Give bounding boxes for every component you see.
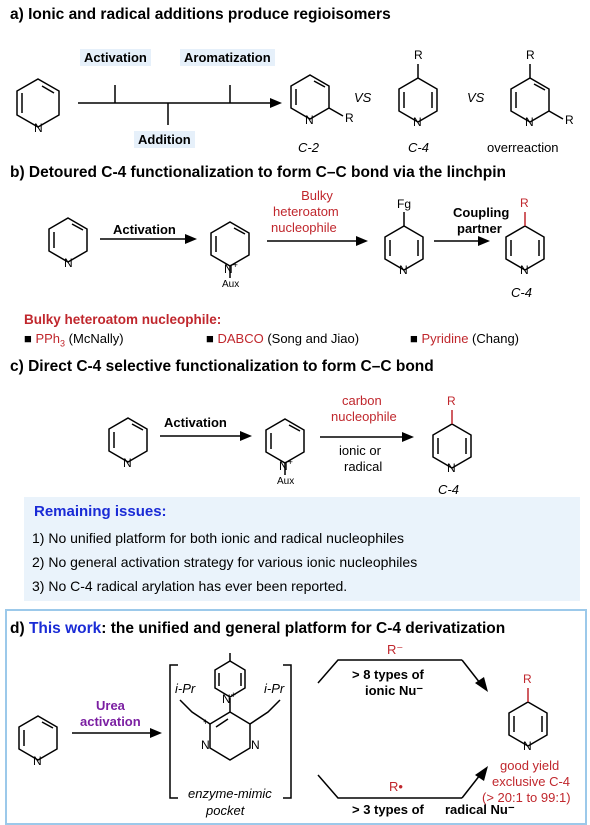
- vs-label: VS: [467, 90, 485, 105]
- activation-label-c: Activation: [164, 415, 227, 430]
- n-plus-label: N+: [222, 690, 236, 706]
- ionic-label-2: radical: [344, 459, 383, 474]
- c4-product-c: [432, 410, 472, 469]
- pyridine-d: [18, 715, 58, 761]
- section-d-title: d) This work: the unified and general pl…: [10, 620, 506, 637]
- r-label: R: [520, 196, 529, 210]
- c4-label-b: C-4: [511, 285, 532, 300]
- issue-item: 1) No unified platform for both ionic an…: [32, 530, 404, 546]
- nucleophile-item-3: ■ Pyridine (Chang): [410, 331, 520, 346]
- n-label: N: [34, 121, 43, 135]
- c4-product-b: [505, 212, 545, 271]
- nucleophile-item-2: ■ DABCO (Song and Jiao): [206, 331, 360, 346]
- aux-label: Aux: [277, 476, 295, 487]
- bulky-label-3: nucleophile: [271, 220, 337, 235]
- n-label: N: [251, 738, 260, 752]
- n-label: N: [413, 115, 422, 129]
- pyridinium-b: [210, 221, 250, 278]
- n-label: N: [447, 461, 456, 475]
- ionic-label-1: ionic or: [339, 443, 381, 458]
- urea-pyridinium: [214, 653, 246, 698]
- enzyme-label-1: enzyme-mimic: [188, 786, 272, 801]
- r-label: R: [523, 672, 532, 686]
- urea-label-1: Urea: [96, 698, 125, 713]
- section-a-title: a) Ionic and radical additions produce r…: [10, 6, 391, 23]
- n-plus-label: N+: [279, 457, 293, 473]
- carbon-label-2: nucleophile: [331, 409, 397, 424]
- enzyme-label-2: pocket: [206, 803, 245, 818]
- activation-label-a: Activation: [80, 49, 151, 66]
- c4-product-d: [508, 688, 548, 747]
- ipr-label-left: i-Pr: [175, 681, 196, 696]
- n-label: N: [64, 256, 73, 270]
- aromatization-label: Aromatization: [180, 49, 275, 66]
- ionic-nu-label-1: > 8 types of: [352, 667, 424, 682]
- addition-label: Addition: [134, 131, 195, 148]
- fg-label: Fg: [397, 197, 412, 211]
- remaining-issues-box: Remaining issues: 1) No unified platform…: [24, 497, 580, 601]
- good-yield-label: good yield: [500, 758, 560, 773]
- n-plus-label: +: [203, 717, 209, 727]
- radical-nu-label-1: > 3 types of: [352, 802, 424, 817]
- c2-label: C-2: [298, 140, 319, 155]
- r-label: R: [526, 48, 535, 62]
- aux-label: Aux: [222, 279, 240, 290]
- n-label: N: [123, 456, 132, 470]
- r-label: R: [414, 48, 423, 62]
- n-label: N: [523, 739, 532, 753]
- n-label: N: [33, 754, 42, 768]
- bulky-label-1: Bulky: [301, 188, 333, 203]
- overreaction-label: overreaction: [487, 140, 559, 155]
- pyridine-b: [48, 217, 88, 263]
- n-plus-label: N+: [224, 260, 238, 276]
- coupling-label-2: partner: [457, 221, 502, 236]
- ionic-nu-label-2: ionic Nu⁻: [365, 683, 424, 698]
- c2-product: [290, 74, 344, 120]
- section-b-title: b) Detoured C-4 functionalization to for…: [10, 164, 506, 181]
- radical-nu-label-2: radical Nu⁻: [445, 802, 515, 817]
- urea-label-2: activation: [80, 714, 141, 729]
- issue-item: 2) No general activation strategy for va…: [32, 554, 418, 570]
- n-label: N: [305, 113, 314, 127]
- pyridine-c: [108, 417, 148, 463]
- this-work-box: [5, 609, 587, 825]
- ratio-label: (> 20:1 to 99:1): [482, 790, 571, 805]
- remaining-issues-title: Remaining issues:: [34, 503, 167, 520]
- ipr-label-right: i-Pr: [264, 681, 285, 696]
- coupling-label-1: Coupling: [453, 205, 510, 220]
- c4-label-a: C-4: [408, 140, 429, 155]
- pyridine-a: [16, 78, 60, 128]
- exclusive-c4-label: exclusive C-4: [492, 774, 571, 789]
- n-label: N: [520, 263, 529, 277]
- activation-label-b: Activation: [113, 222, 176, 237]
- pyridinium-c: [265, 418, 305, 475]
- c4-label-c: C-4: [438, 482, 459, 497]
- r-label: R: [565, 113, 574, 127]
- r-label: R: [345, 111, 354, 125]
- n-label: N: [201, 738, 210, 752]
- nucleophile-item-1: ■ PPh3 (McNally): [24, 331, 124, 349]
- issue-item: 3) No C-4 radical arylation has ever bee…: [32, 578, 348, 594]
- overreaction-product: [510, 64, 564, 123]
- r-label: R: [447, 394, 456, 408]
- section-c-title: c) Direct C-4 selective functionalizatio…: [10, 358, 434, 375]
- n-label: N: [399, 263, 408, 277]
- carbon-label-1: carbon: [342, 393, 382, 408]
- fg-pyridine: [384, 212, 424, 271]
- n-label: N: [525, 115, 534, 129]
- c4-product-a: [398, 64, 438, 123]
- bulky-label-2: heteroatom: [273, 204, 339, 219]
- r-dot-label: R•: [389, 779, 403, 794]
- vs-label: VS: [354, 90, 372, 105]
- r-minus-label: R⁻: [387, 642, 404, 657]
- nucleophile-title: Bulky heteroatom nucleophile:: [24, 312, 222, 327]
